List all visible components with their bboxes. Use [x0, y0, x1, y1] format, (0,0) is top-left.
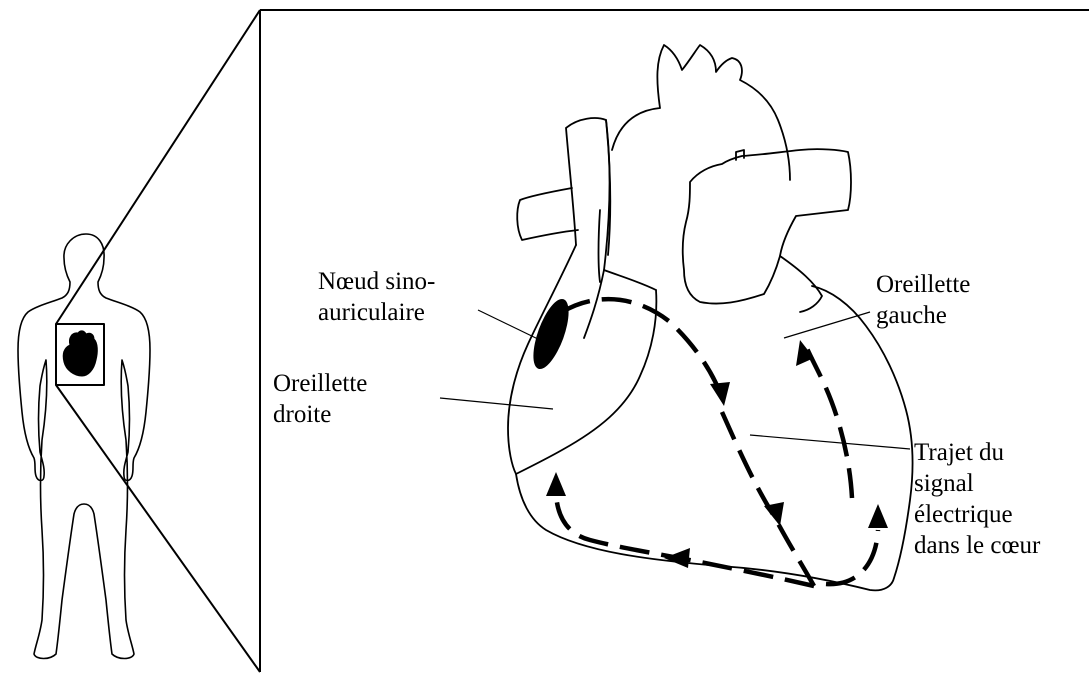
- label-left-atrium-line-1: Oreillette: [876, 269, 970, 300]
- signal-path-septum: [722, 412, 814, 586]
- signal-path-top: [562, 299, 722, 398]
- pulmonary-artery-right-branch: [517, 188, 578, 240]
- zoom-line-top: [56, 10, 260, 324]
- label-sinoatrial-node-line-2: auriculaire: [318, 297, 435, 328]
- arrowhead-3: [664, 548, 690, 568]
- label-signal-path-line-2: signal: [914, 468, 1040, 499]
- heart-inner-contour: [599, 210, 601, 282]
- label-sinoatrial-node-line-1: Nœud sino-: [318, 266, 435, 297]
- label-signal-path-line-3: électrique: [914, 499, 1040, 530]
- aortic-arch: [612, 45, 790, 180]
- leader-signal-path: [750, 435, 910, 449]
- aortic-notch: [736, 150, 744, 160]
- small-heart-icon: [63, 331, 97, 376]
- label-left-atrium: Oreillette gauche: [876, 269, 970, 331]
- leader-left-atrium: [784, 312, 870, 338]
- arrowhead-2: [764, 502, 784, 526]
- arrowhead-4: [546, 472, 566, 496]
- leader-sa-node: [478, 310, 540, 340]
- label-signal-path-line-4: dans le cœur: [914, 530, 1040, 561]
- heart-outline: [508, 120, 913, 590]
- leader-right-atrium: [440, 398, 553, 409]
- left-atrium-appendage: [780, 256, 822, 312]
- signal-path-left-atrium: [806, 346, 852, 498]
- zoom-line-bottom: [56, 385, 260, 672]
- pulmonary-trunk: [683, 149, 851, 303]
- signal-arrowheads: [546, 340, 888, 568]
- superior-vena-cava: [566, 118, 610, 255]
- human-silhouette: [18, 234, 150, 659]
- label-signal-path-line-1: Trajet du: [914, 437, 1040, 468]
- signal-path-left-wall: [826, 530, 878, 584]
- label-left-atrium-line-2: gauche: [876, 300, 970, 331]
- label-signal-path: Trajet du signal électrique dans le cœur: [914, 437, 1040, 561]
- label-sinoatrial-node: Nœud sino- auriculaire: [318, 266, 435, 328]
- zoom-frame: [56, 10, 1089, 672]
- label-right-atrium: Oreillette droite: [273, 368, 367, 430]
- arrowhead-1: [710, 382, 730, 406]
- human-figure: [18, 234, 150, 659]
- label-right-atrium-line-2: droite: [273, 399, 367, 430]
- label-right-atrium-line-1: Oreillette: [273, 368, 367, 399]
- arrowhead-5: [868, 504, 888, 528]
